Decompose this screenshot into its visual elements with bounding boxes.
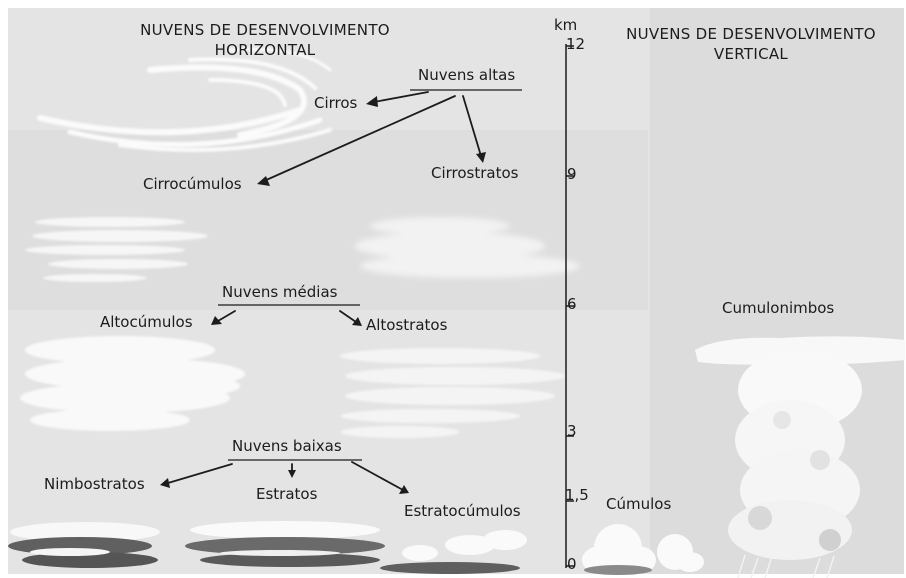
altostratus-cloud-art [340,348,565,438]
cumulus-label: Cúmulos [606,495,672,513]
arrowhead-nimbostratus [160,478,170,488]
stratus-cloud-art [185,521,385,567]
cirrus-cloud-art [37,47,332,152]
low-clouds-label: Nuvens baixas [232,437,342,455]
horizontal-section-title: NUVENS DE DESENVOLVIMENTO HORIZONTAL [110,20,420,60]
altostratus-label: Altostratos [366,316,448,334]
cirrocumulus-cloud-art [25,217,208,282]
nimbostratus-label: Nimbostratos [44,475,145,493]
horizontal-title-line1: NUVENS DE DESENVOLVIMENTO [140,21,390,39]
arrow-to-cirrocumulus [263,95,456,182]
scale-tick-3: 3 [567,422,577,440]
cirrus-label: Cirros [314,94,358,112]
arrow-to-altostratus [339,310,357,323]
cirrostratus-cloud-art [355,217,580,278]
arrowhead-cirrostratus [476,152,486,163]
vertical-title-line1: NUVENS DE DESENVOLVIMENTO [626,25,876,43]
arrow-to-nimbostratus [167,463,233,484]
cirrostratus-label: Cirrostratos [431,164,519,182]
arrowhead-cirrocumulus [257,176,270,186]
stratocumulus-cloud-art [380,530,527,574]
stratus-label: Estratos [256,485,318,503]
nimbostratus-cloud-art [8,522,160,568]
cirrocumulus-label: Cirrocúmulos [143,175,242,193]
arrow-to-cirrus [373,91,429,103]
cumulonimbus-cloud-art [695,336,905,578]
scale-tick-1-5: 1,5 [565,486,589,504]
scale-unit-label: km [554,16,578,34]
horizontal-title-line2: HORIZONTAL [214,41,316,59]
arrowhead-stratocumulus [399,485,409,494]
arrowhead-stratus [288,470,296,478]
scale-tick-6: 6 [567,295,577,313]
middle-clouds-label: Nuvens médias [222,283,338,301]
stratocumulus-label: Estratocúmulos [404,502,521,520]
scale-tick-9: 9 [567,165,577,183]
arrow-to-stratocumulus [351,461,404,491]
scale-tick-12: 12 [566,35,586,53]
arrowhead-cirrus [366,96,378,107]
vertical-section-title: NUVENS DE DESENVOLVIMENTO VERTICAL [596,24,906,64]
altocumulus-label: Altocúmulos [100,313,193,331]
scale-tick-0: 0 [567,555,577,573]
arrow-to-cirrostratus [462,95,482,157]
arrow-to-altocumulus [217,310,236,322]
vertical-title-line2: VERTICAL [713,45,789,63]
cumulus-cloud-art [582,524,704,575]
high-clouds-label: Nuvens altas [418,66,516,84]
cumulonimbus-label: Cumulonimbos [722,299,835,317]
altocumulus-cloud-art [20,336,245,431]
altitude-scale [565,44,574,568]
arrowhead-altostratus [352,317,362,326]
arrowhead-altocumulus [211,316,222,325]
